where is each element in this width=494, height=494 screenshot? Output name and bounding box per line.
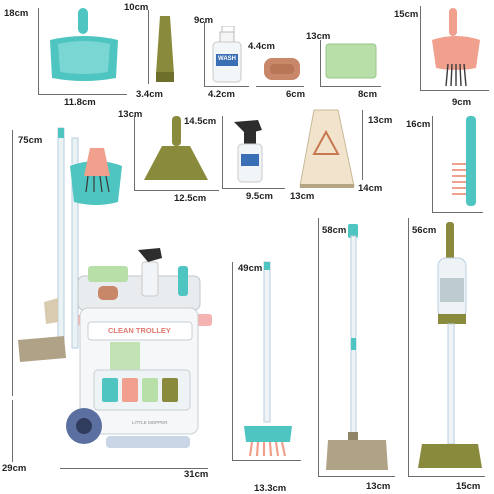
dustpan-small-height-label: 15cm bbox=[394, 9, 419, 20]
trolley-sign-text: CLEAN TROLLEY bbox=[108, 326, 171, 335]
soap-bottle-width-label: 4.2cm bbox=[208, 89, 235, 100]
dim-line-scraper bbox=[134, 116, 219, 191]
hand-brush-height-label: 16cm bbox=[406, 119, 431, 130]
dim-line-spray-bottle bbox=[222, 116, 285, 189]
vacuum-width-label: 15cm bbox=[456, 481, 481, 492]
dim-line-sign-height bbox=[362, 110, 363, 180]
sponge-height-label: 13cm bbox=[306, 31, 331, 42]
dustpan-small bbox=[426, 6, 486, 88]
dim-line-brush-head bbox=[148, 10, 149, 84]
mop-height-label: 58cm bbox=[322, 225, 347, 236]
scraper-height-label: 13cm bbox=[118, 109, 143, 120]
brush-head-width-label: 3.4cm bbox=[136, 89, 163, 100]
dim-line-vacuum bbox=[408, 218, 485, 477]
broom-width-label: 13.3cm bbox=[254, 483, 287, 494]
brush-head-height-label: 10cm bbox=[124, 2, 149, 13]
sponge-width-label: 8cm bbox=[358, 89, 378, 100]
trolley-depth-label: 29cm bbox=[2, 463, 27, 474]
scraper-width-label: 12.5cm bbox=[174, 193, 207, 204]
dustpan-large-width-label: 11.8cm bbox=[64, 97, 96, 108]
brush-head bbox=[150, 14, 180, 84]
wet-floor-sign bbox=[292, 106, 362, 192]
trolley-width-label: 31cm bbox=[184, 469, 209, 480]
dim-line-hand-brush bbox=[432, 116, 483, 213]
trolley-height-label: 75cm bbox=[18, 135, 43, 146]
spray-bottle-width-label: 9.5cm bbox=[246, 191, 273, 202]
vacuum-height-label: 56cm bbox=[412, 225, 437, 236]
broom-height-label: 49cm bbox=[238, 263, 263, 274]
vacuum-cleaner bbox=[414, 218, 484, 474]
sign-height-label: 13cm bbox=[368, 115, 393, 126]
mop bbox=[322, 218, 392, 474]
dim-line-sponge bbox=[320, 40, 381, 87]
dim-line-trolley-width bbox=[60, 468, 208, 469]
dim-line-soap-bottle bbox=[204, 22, 249, 87]
hand-brush bbox=[448, 114, 482, 208]
mop-width-label: 13cm bbox=[366, 481, 391, 492]
soap-bar-height-label: 4.4cm bbox=[248, 41, 275, 52]
sign-depth-label: 13cm bbox=[290, 191, 315, 202]
dustpan-small-width-label: 9cm bbox=[452, 97, 472, 108]
sign-width-label: 14cm bbox=[358, 183, 383, 194]
dim-line-trolley-depth bbox=[12, 400, 13, 462]
dim-line-broom bbox=[232, 262, 301, 461]
soap-bar bbox=[262, 56, 302, 82]
broom bbox=[240, 260, 296, 456]
dim-line-dustpan-small bbox=[420, 6, 489, 91]
sponge bbox=[322, 40, 378, 82]
cleaning-trolley: CLEAN TROLLEY LITTLE MOPPER bbox=[14, 126, 220, 466]
dustpan-large bbox=[44, 6, 124, 86]
dim-line-soap-bar bbox=[256, 86, 304, 87]
spray-bottle-height-label: 14.5cm bbox=[184, 116, 217, 127]
trolley-brand-text: LITTLE MOPPER bbox=[132, 420, 168, 425]
dim-line-trolley-height bbox=[12, 130, 13, 396]
soap-bar-width-label: 6cm bbox=[286, 89, 306, 100]
dustpan-large-height-label: 18cm bbox=[4, 8, 29, 19]
spray-bottle bbox=[228, 116, 278, 184]
soap-bottle-height-label: 9cm bbox=[194, 15, 214, 26]
soap-bottle: WASH bbox=[210, 26, 244, 84]
soap-bottle-label: WASH bbox=[218, 56, 236, 62]
dim-line-mop bbox=[318, 218, 395, 477]
dim-line-dustpan-large bbox=[38, 8, 127, 95]
scraper bbox=[138, 114, 214, 186]
